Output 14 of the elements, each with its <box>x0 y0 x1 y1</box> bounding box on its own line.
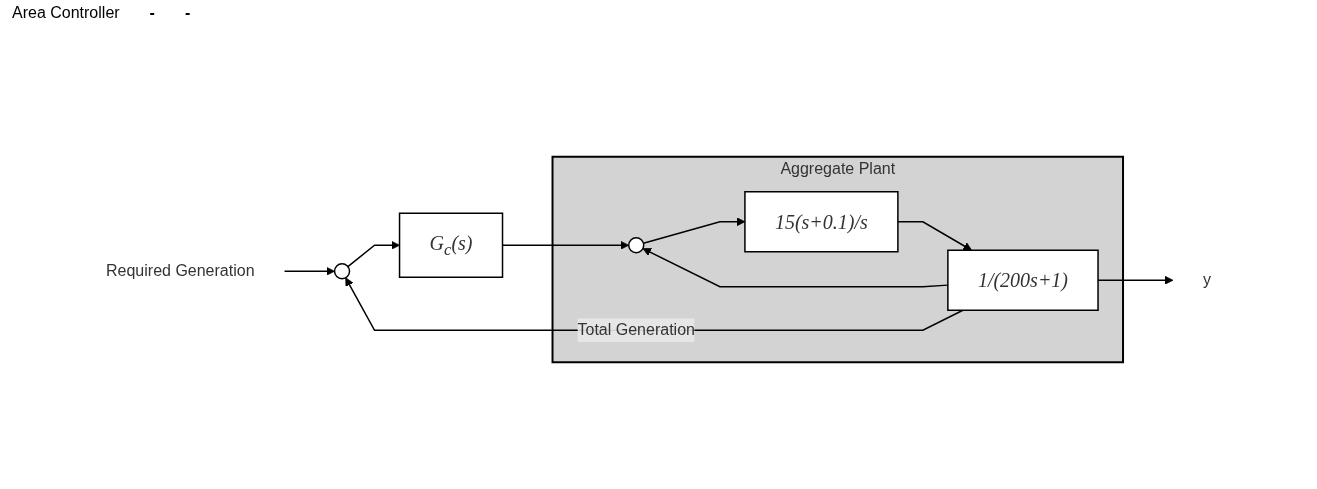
node-box: 15(s+0.1)/s <box>744 191 899 253</box>
arrow <box>897 221 972 251</box>
arrow <box>347 240 400 268</box>
node-text: Required Generation <box>105 262 255 280</box>
region-label: Area Controller <box>12 4 120 23</box>
minus-sign: - <box>184 4 191 23</box>
node-circle <box>333 263 351 280</box>
minus-sign: - <box>149 4 155 23</box>
node-circle <box>627 237 645 254</box>
node-text: y <box>1203 271 1212 289</box>
arrow <box>283 266 335 276</box>
edge-label: Total Generation <box>577 321 695 339</box>
node-box: 1/(200s+1) <box>947 249 1099 311</box>
node-box: G$_{c}$(s) <box>398 212 504 278</box>
